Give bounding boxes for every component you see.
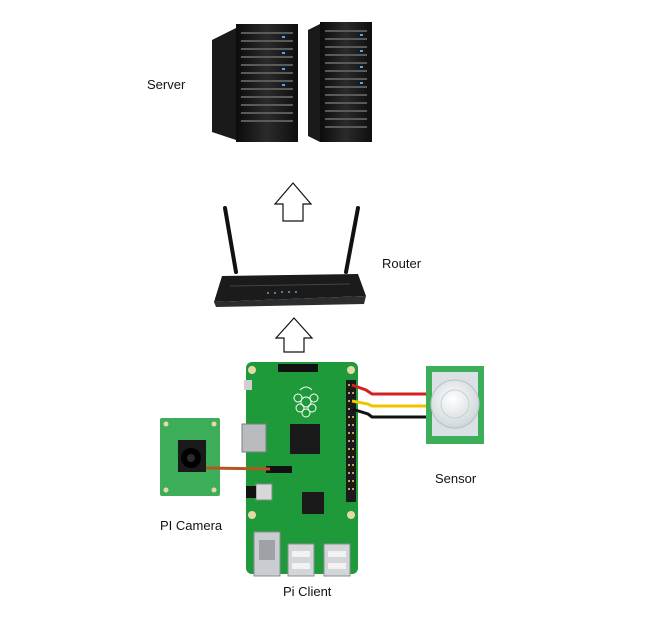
pi-client-label: Pi Client — [283, 584, 332, 599]
router-icon — [214, 206, 366, 307]
sensor-wires — [351, 383, 428, 419]
raspberry-logo — [293, 386, 319, 418]
server-icon — [212, 22, 372, 142]
pir-sensor-icon — [426, 366, 484, 444]
sensor-label: Sensor — [435, 471, 477, 486]
raspberry-pi-board — [241, 362, 358, 577]
server-label: Server — [147, 77, 186, 92]
pi-camera-label: PI Camera — [160, 518, 223, 533]
router-label: Router — [382, 256, 422, 271]
pi-camera-module — [160, 418, 220, 496]
camera-ribbon-cable — [205, 466, 271, 471]
arrow-router-to-server — [273, 182, 313, 222]
arrow-pi-to-router — [274, 317, 314, 353]
